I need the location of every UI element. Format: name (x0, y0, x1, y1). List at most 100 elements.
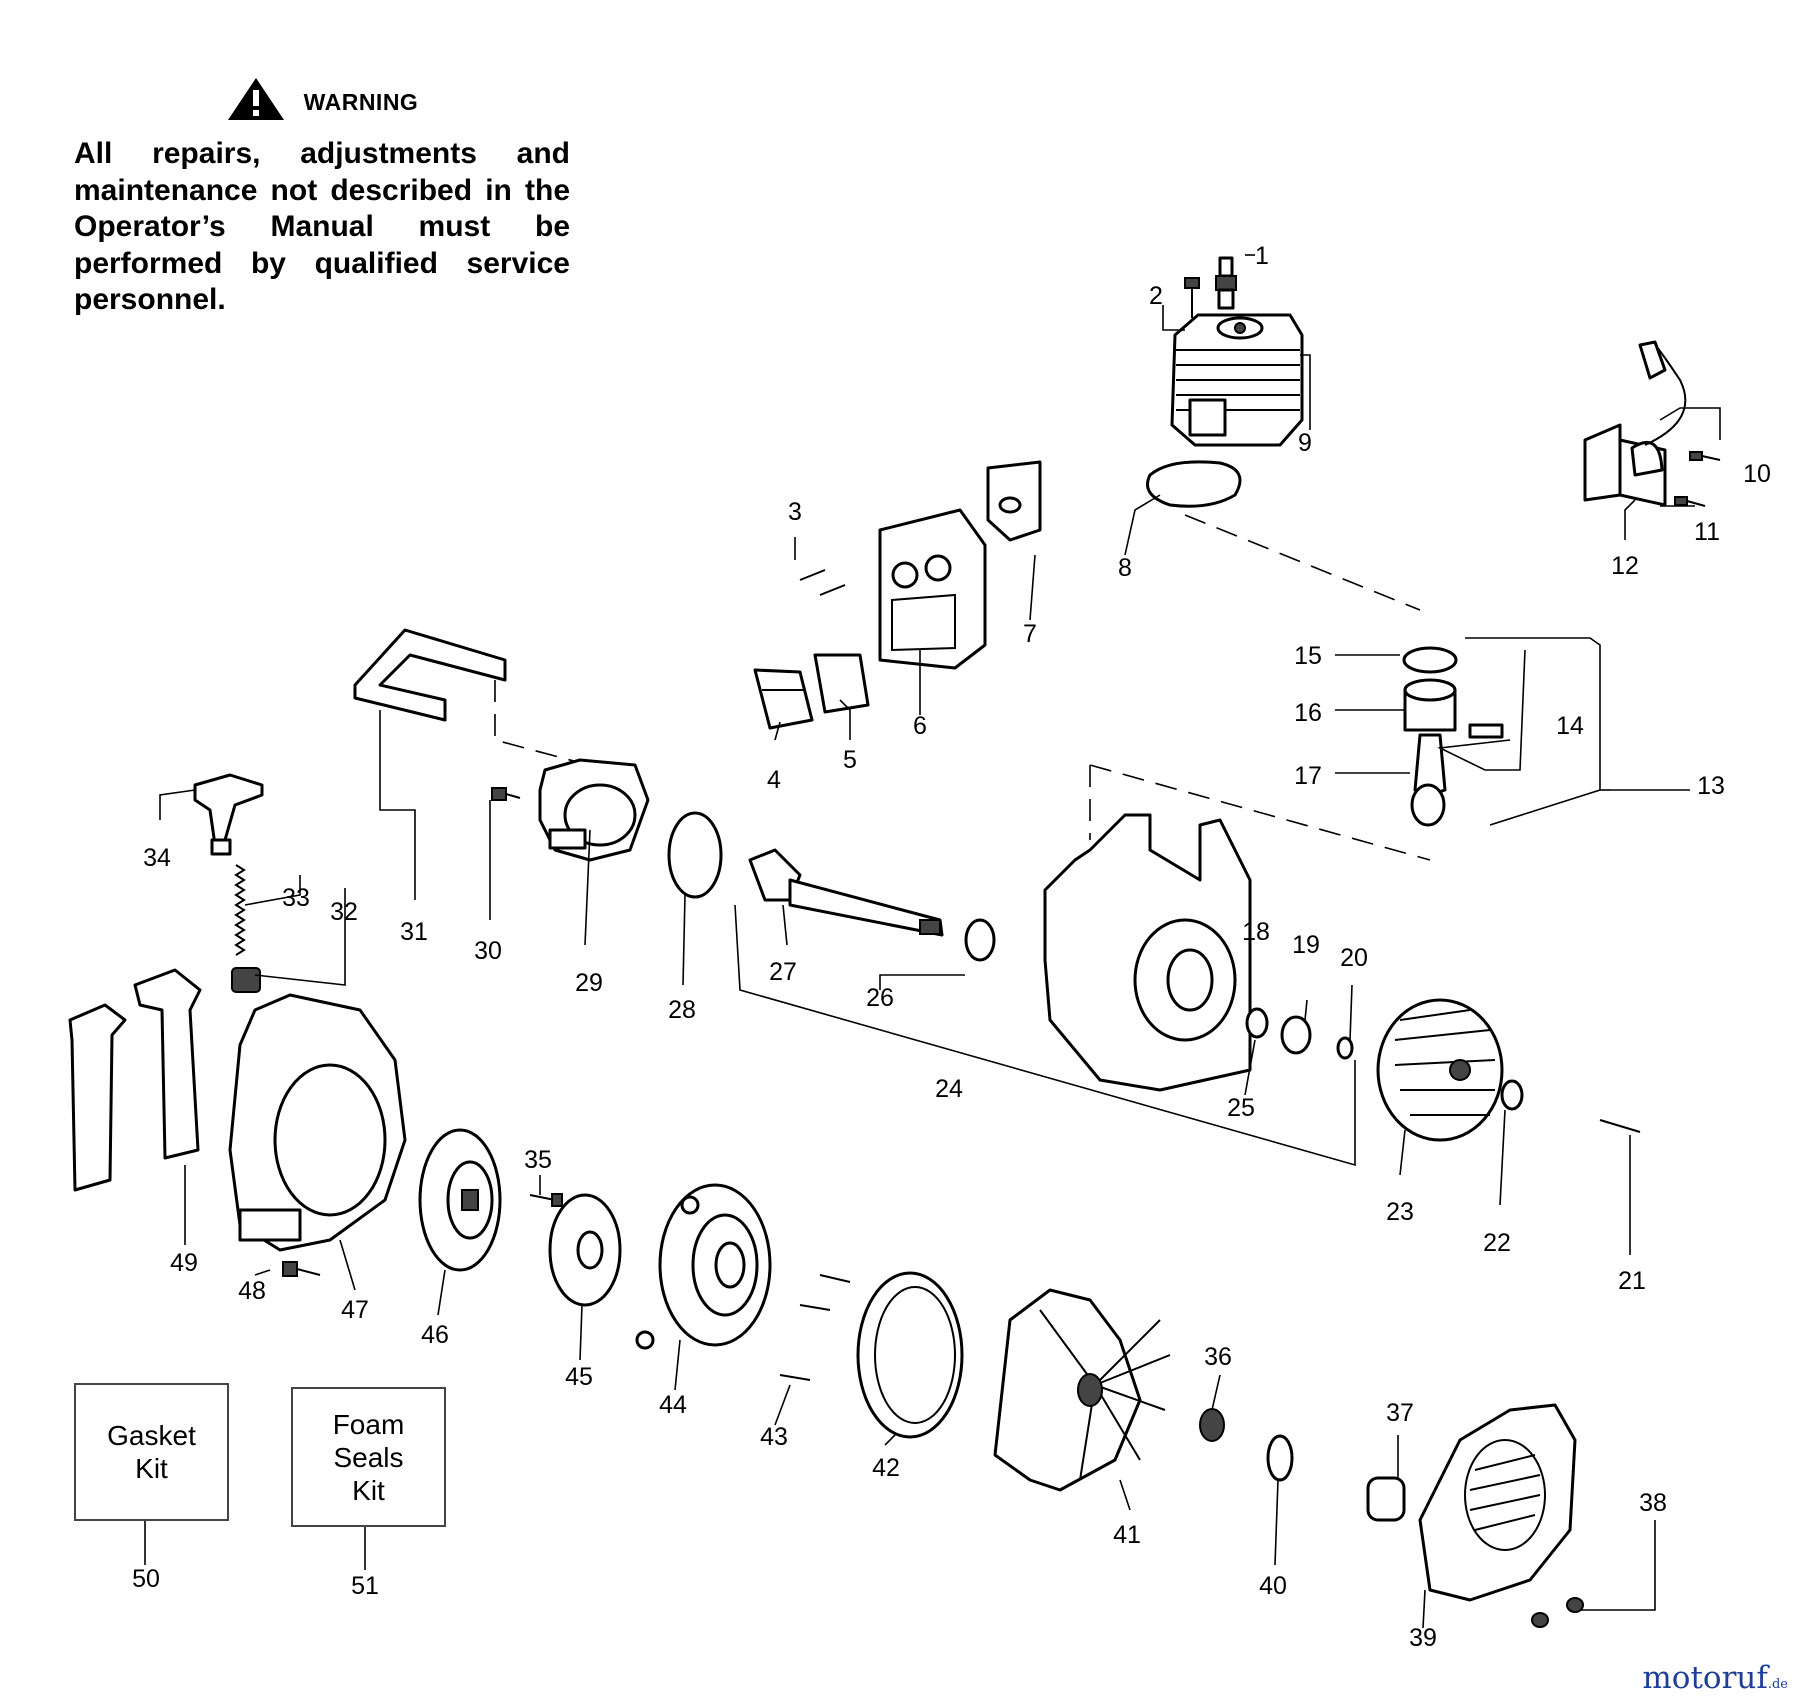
callout-9: 9 (1298, 429, 1312, 457)
warning-block: WARNING All repairs, adjustments and mai… (74, 78, 570, 319)
callout-14: 14 (1556, 712, 1584, 740)
callout-43: 43 (760, 1423, 788, 1451)
part-39-fan-cover (1418, 1403, 1577, 1602)
callout-46: 46 (421, 1321, 449, 1349)
callout-31: 31 (400, 918, 428, 946)
callout-39: 39 (1409, 1624, 1437, 1652)
callout-11: 11 (1694, 518, 1720, 546)
part-6-muffler (878, 508, 987, 670)
callout-16: 16 (1294, 699, 1322, 727)
callout-6: 6 (913, 712, 927, 740)
part-36-nut (1199, 1408, 1225, 1442)
callout-20: 20 (1340, 944, 1368, 972)
brand-suffix: .de (1767, 1677, 1788, 1692)
brand-name: motoruf (1642, 1660, 1768, 1696)
warning-header: WARNING (74, 78, 570, 126)
part-32-nut (231, 967, 261, 993)
callout-18: 18 (1242, 918, 1270, 946)
callout-25: 25 (1227, 1094, 1255, 1122)
part-48-screw (282, 1261, 321, 1277)
part-38-screws (1531, 1597, 1584, 1628)
callout-2: 2 (1149, 282, 1163, 310)
part-1-spark-plug (1215, 256, 1237, 310)
part-25-crankcase (1043, 813, 1252, 1092)
part-37-spacer (1366, 1476, 1406, 1522)
part-45-washer (548, 1193, 622, 1307)
callout-30: 30 (474, 937, 502, 965)
part-19-bearing (1280, 1015, 1312, 1055)
part-2-cylinder-screw (1184, 277, 1200, 318)
part-28-o-ring (667, 811, 723, 899)
part-43-screws (779, 1274, 851, 1381)
part-21-pin (1599, 1119, 1641, 1133)
callout-13: 13 (1697, 772, 1725, 800)
callout-12: 12 (1611, 552, 1639, 580)
part-3-muffler-screws (799, 569, 846, 596)
callout-19: 19 (1292, 931, 1320, 959)
callout-36: 36 (1204, 1343, 1232, 1371)
part-12-ignition-module (1583, 340, 1687, 507)
parts-10-11-ignition-screws (1674, 451, 1721, 507)
warning-text: All repairs, adjustments and maintenance… (74, 137, 570, 316)
callout-4: 4 (767, 766, 781, 794)
callout-44: 44 (659, 1391, 687, 1419)
gasket-kit-box: Gasket Kit (74, 1383, 229, 1521)
callout-41: 41 (1113, 1521, 1141, 1549)
part-29-carburetor-adaptor (538, 758, 650, 862)
callout-1: 1 (1255, 242, 1269, 270)
callout-35: 35 (524, 1146, 552, 1174)
part-17-piston-rod (1402, 646, 1504, 827)
callout-47: 47 (341, 1296, 369, 1324)
part-33-spring (234, 864, 246, 956)
part-8-cylinder-gasket (1146, 460, 1242, 508)
part-49-foam-seal-right (133, 968, 202, 1160)
part-35-screw (529, 1193, 563, 1207)
motoruf-watermark: motoruf.de (1642, 1660, 1788, 1696)
part-20-ring (1336, 1036, 1354, 1060)
part-44-starter-assembly (635, 1183, 772, 1350)
callout-48: 48 (238, 1277, 266, 1305)
part-42-cover (856, 1271, 964, 1439)
part-27-crankshaft (748, 848, 944, 937)
part-41-impeller (993, 1288, 1171, 1492)
part-26-crank-seal (964, 918, 996, 962)
callout-24: 24 (935, 1075, 963, 1103)
part-18-seal (1245, 1007, 1269, 1039)
callout-32: 32 (330, 898, 358, 926)
part-30-screw (491, 787, 521, 801)
part-5-muffler-gasket (813, 653, 870, 714)
part-23-flywheel (1376, 998, 1504, 1142)
part-40-washer (1266, 1434, 1294, 1482)
callout-22: 22 (1483, 1229, 1511, 1257)
assembly-lines (494, 514, 1431, 861)
callout-40: 40 (1259, 1572, 1287, 1600)
callout-21: 21 (1618, 1267, 1646, 1295)
callout-33: 33 (282, 884, 310, 912)
part-46-starter-pulley (418, 1128, 502, 1272)
warning-triangle-icon (228, 78, 284, 120)
callout-38: 38 (1639, 1489, 1667, 1517)
part-31-foam-filter (353, 628, 507, 722)
callout-7: 7 (1023, 620, 1037, 648)
callout-51: 51 (351, 1572, 379, 1600)
part-4-spark-arrestor (753, 668, 814, 730)
callout-49: 49 (170, 1249, 198, 1277)
callout-28: 28 (668, 996, 696, 1024)
callout-23: 23 (1386, 1198, 1414, 1226)
leader-lines (144, 254, 1721, 1629)
callout-37: 37 (1386, 1399, 1414, 1427)
callout-50: 50 (132, 1565, 160, 1593)
part-49-foam-seal-left (68, 1003, 127, 1192)
callout-8: 8 (1118, 554, 1132, 582)
part-22-washer (1500, 1079, 1524, 1111)
part-34-choke-knob (193, 773, 264, 856)
callout-3: 3 (788, 498, 802, 526)
foam-seals-kit-box: Foam Seals Kit (291, 1387, 446, 1527)
callout-26: 26 (866, 984, 894, 1012)
part-9-cylinder (1170, 313, 1304, 447)
callout-15: 15 (1294, 642, 1322, 670)
part-47-blower-housing (228, 993, 407, 1252)
callout-10: 10 (1743, 460, 1771, 488)
warning-title: WARNING (303, 88, 419, 115)
